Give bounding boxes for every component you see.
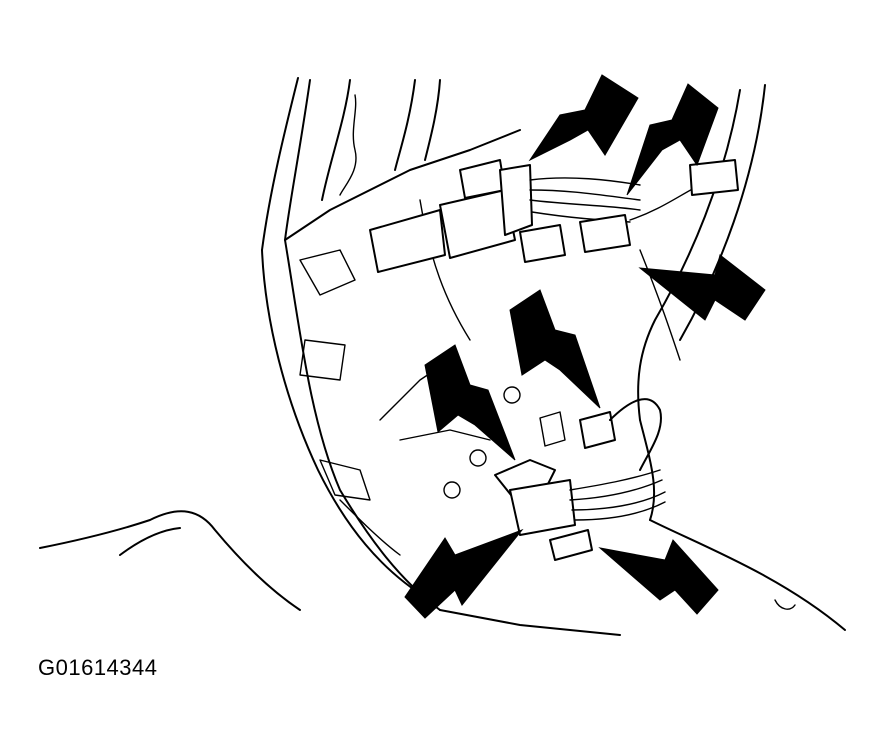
arrow-left-center: [424, 344, 516, 461]
arrow-top-center: [528, 74, 639, 162]
arrow-bottom-left: [404, 528, 524, 619]
arrow-center: [509, 289, 601, 409]
callout-arrows: [404, 74, 766, 619]
trim-panel: [261, 77, 621, 636]
right-trim: [637, 84, 846, 631]
upper-connector: [369, 159, 739, 273]
lower-connector: [443, 386, 666, 561]
arrow-top-right: [626, 83, 719, 196]
dashboard-lump: [39, 510, 301, 611]
arrow-bottom-right: [598, 539, 719, 615]
figure-code: G01614344: [38, 655, 158, 680]
arrow-right-mid: [638, 254, 766, 321]
